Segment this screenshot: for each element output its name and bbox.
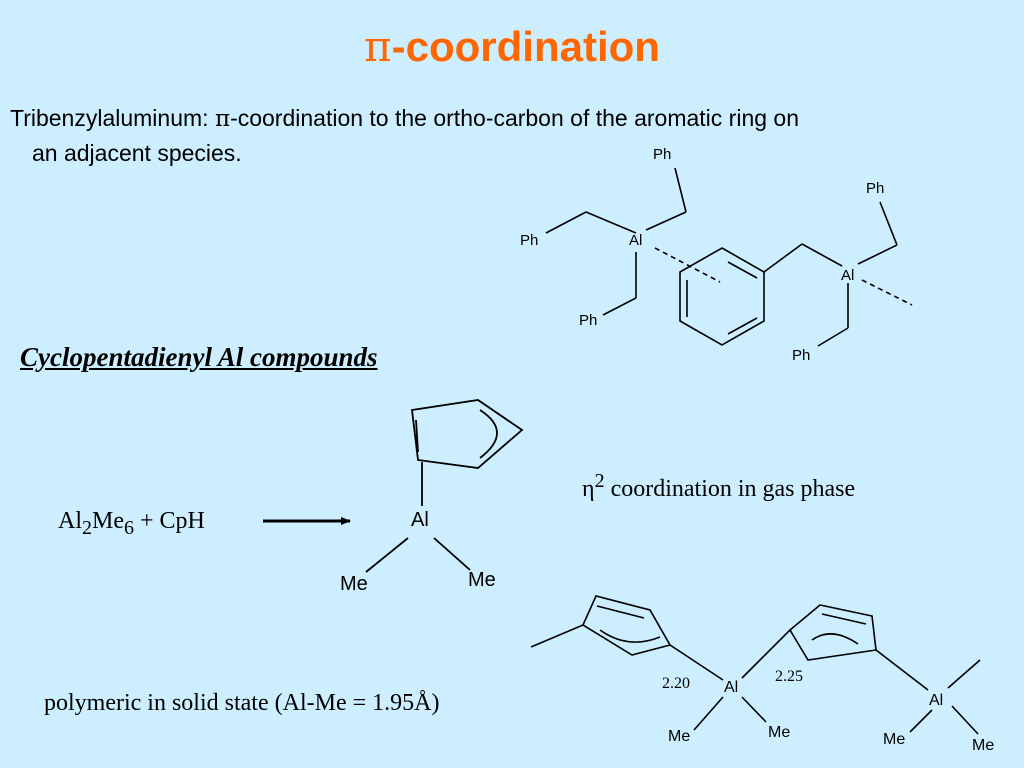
ph-label-top-right: Ph xyxy=(866,180,884,197)
ph-label-bottom-left: Ph xyxy=(579,312,597,329)
cp-ring-right xyxy=(788,604,877,661)
eq-plus-cph: + CpH xyxy=(134,508,205,534)
cp-al-me2-structure xyxy=(365,399,524,573)
polymeric-structure xyxy=(530,595,981,735)
tribenzylaluminum-structure xyxy=(545,167,913,347)
eq-al-subscript: 2 xyxy=(82,516,92,539)
title-text: -coordination xyxy=(391,23,660,70)
cp-ring-left xyxy=(581,595,672,656)
eq-al: Al xyxy=(58,508,82,534)
intro-line1-end: -coordination to the ortho-carbon of the… xyxy=(230,105,799,131)
poly-al-1-label: Al xyxy=(724,679,738,696)
slide-title: π-coordination xyxy=(0,22,1024,72)
poly-me-2a-label: Me xyxy=(883,731,905,748)
intro-line1-start: Tribenzylaluminum: xyxy=(10,105,215,131)
ph-label-left: Ph xyxy=(520,232,538,249)
eq-me-subscript: 6 xyxy=(124,516,134,539)
poly-me-1a-label: Me xyxy=(668,728,690,745)
eq-me: Me xyxy=(92,508,124,534)
intro-line2: an adjacent species. xyxy=(32,140,242,166)
reaction-equation: Al2Me6 + CpH xyxy=(58,508,205,540)
section-title: Cyclopentadienyl Al compounds xyxy=(20,342,378,372)
cp-me-right-label: Me xyxy=(468,569,496,591)
al-label-left: Al xyxy=(629,232,642,249)
cp-me-left-label: Me xyxy=(340,573,368,595)
al-label-right: Al xyxy=(841,267,854,284)
ph-label-top: Ph xyxy=(653,146,671,163)
title-pi-symbol: π xyxy=(364,22,392,71)
gas-phase-note: η2 coordination in gas phase xyxy=(582,470,855,503)
gas-phase-text: coordination in gas phase xyxy=(604,476,856,502)
solid-state-note: polymeric in solid state (Al-Me = 1.95Å) xyxy=(44,690,440,716)
poly-me-2b-label: Me xyxy=(972,737,994,754)
gas-eta-superscript: 2 xyxy=(594,470,605,492)
ph-label-bottom-right: Ph xyxy=(792,347,810,364)
poly-me-1b-label: Me xyxy=(768,724,790,741)
bond-length-1: 2.20 xyxy=(662,675,690,692)
intro-paragraph: Tribenzylaluminum: π-coordination to the… xyxy=(10,101,1010,170)
cp-al-label: Al xyxy=(411,509,429,531)
gas-eta-symbol: η xyxy=(582,476,595,502)
poly-al-2-label: Al xyxy=(929,692,943,709)
bond-length-2: 2.25 xyxy=(775,668,803,685)
cyclopentadienyl-ring xyxy=(411,399,524,469)
intro-pi-symbol: π xyxy=(214,106,231,132)
benzene-ring xyxy=(679,247,765,346)
